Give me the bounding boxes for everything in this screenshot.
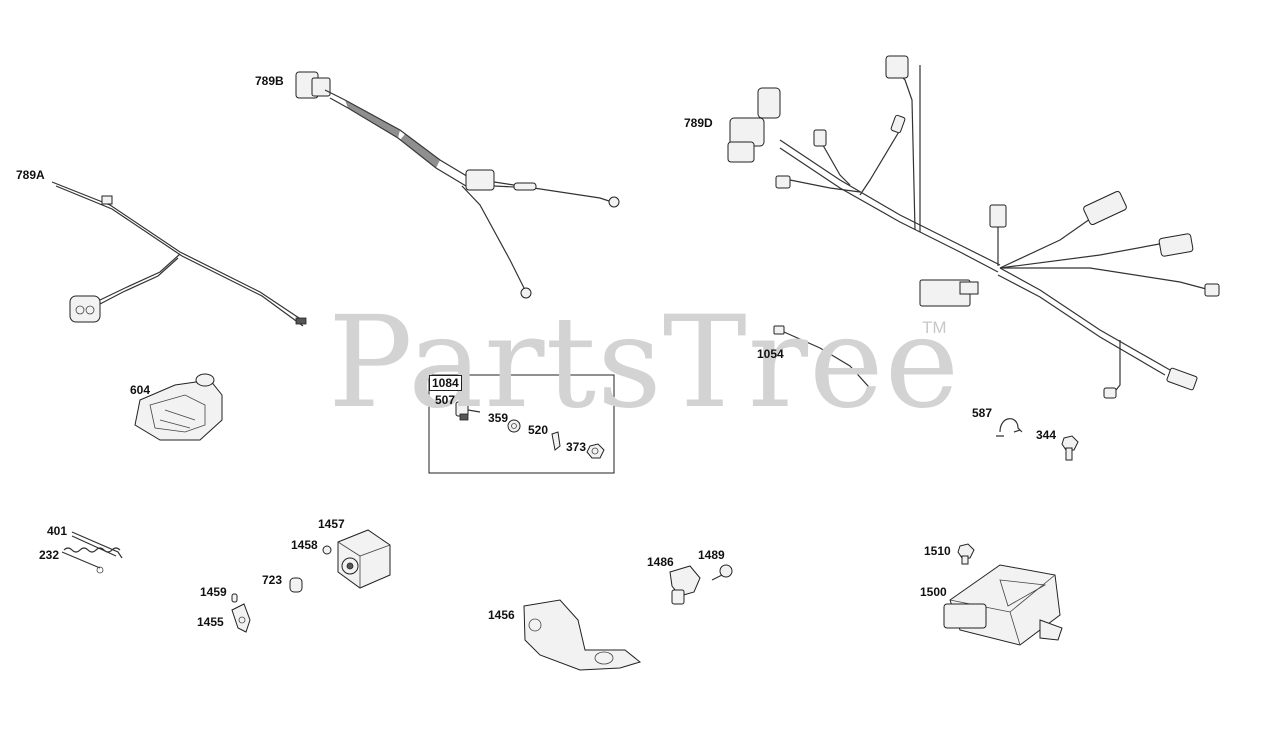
part-789b-harness[interactable]	[295, 71, 620, 299]
callout-1489[interactable]: 1489	[698, 548, 725, 562]
part-789d-harness[interactable]	[727, 55, 1220, 399]
callout-401[interactable]: 401	[47, 524, 68, 538]
part-373-nut[interactable]	[586, 443, 605, 459]
callout-520[interactable]: 520	[528, 423, 549, 437]
part-1459-pin[interactable]	[231, 593, 238, 603]
part-1457-motor[interactable]	[337, 529, 391, 589]
callout-1458[interactable]: 1458	[291, 538, 318, 552]
callout-373[interactable]: 373	[566, 440, 587, 454]
callout-789d[interactable]: 789D	[684, 116, 713, 130]
callout-1456[interactable]: 1456	[488, 608, 515, 622]
part-587-clamp[interactable]	[996, 418, 1023, 437]
part-1510-bolt[interactable]	[957, 543, 975, 565]
part-1455-bracket[interactable]	[231, 603, 251, 633]
part-520-clip[interactable]	[551, 431, 561, 451]
callout-789b[interactable]: 789B	[255, 74, 284, 88]
part-1456-bracket[interactable]	[523, 599, 642, 671]
callout-587[interactable]: 587	[972, 406, 993, 420]
part-1486-sensor[interactable]	[669, 565, 701, 605]
part-1458-screw[interactable]	[322, 545, 332, 555]
callout-359[interactable]: 359	[488, 411, 509, 425]
part-1489-screw[interactable]	[711, 564, 733, 581]
part-401-rod[interactable]	[71, 531, 123, 559]
callout-344[interactable]: 344	[1036, 428, 1057, 442]
callout-1455[interactable]: 1455	[197, 615, 224, 629]
part-1054-cable-tie[interactable]	[773, 325, 873, 393]
part-723-bushing[interactable]	[289, 577, 303, 593]
part-1500-control-module[interactable]	[943, 564, 1063, 646]
part-344-bolt[interactable]	[1061, 435, 1079, 461]
part-507-switch[interactable]	[455, 401, 481, 421]
part-604-cover[interactable]	[134, 373, 223, 441]
callout-1510[interactable]: 1510	[924, 544, 951, 558]
callout-789a[interactable]: 789A	[16, 168, 45, 182]
callout-723[interactable]: 723	[262, 573, 283, 587]
callout-1486[interactable]: 1486	[647, 555, 674, 569]
callout-1459[interactable]: 1459	[200, 585, 227, 599]
part-232-spring[interactable]	[61, 547, 121, 574]
callout-1054[interactable]: 1054	[757, 347, 784, 361]
kit-1084-box	[428, 374, 615, 474]
callout-507[interactable]: 507	[435, 393, 456, 407]
callout-1457[interactable]: 1457	[318, 517, 345, 531]
callout-232[interactable]: 232	[39, 548, 60, 562]
callout-1500[interactable]: 1500	[920, 585, 947, 599]
part-789a-harness[interactable]	[51, 181, 307, 327]
callout-1084-kit[interactable]: 1084	[429, 375, 462, 391]
callout-604[interactable]: 604	[130, 383, 151, 397]
part-359-washer[interactable]	[507, 419, 521, 433]
